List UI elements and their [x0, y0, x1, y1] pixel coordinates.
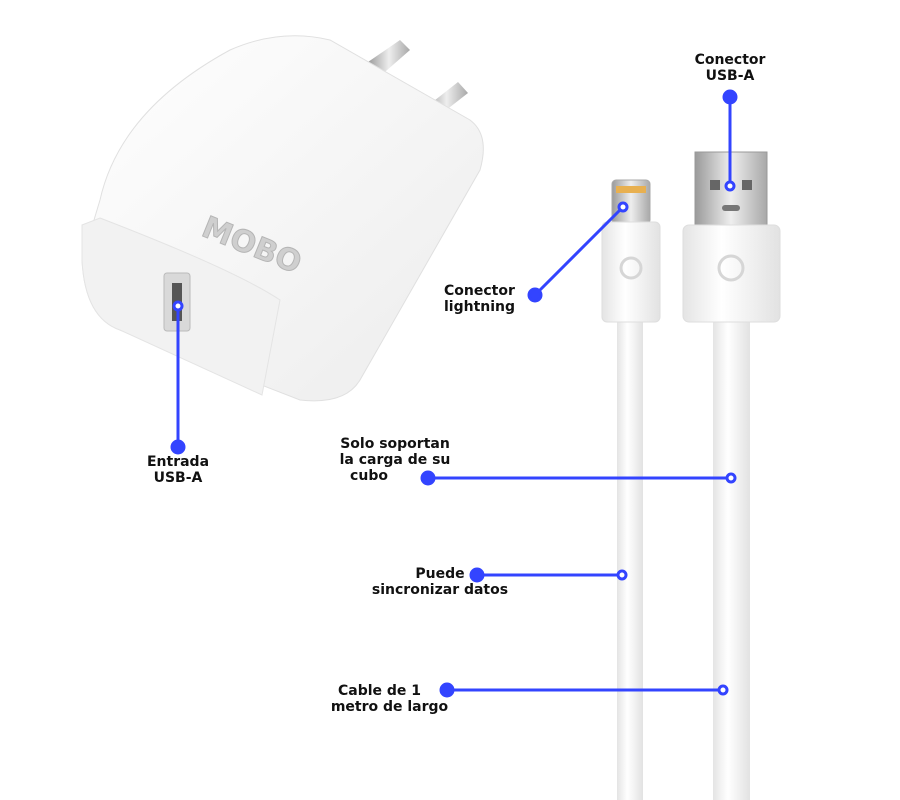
- label-line: sincronizar datos: [371, 582, 509, 598]
- callout-dot: [439, 682, 455, 698]
- label-line: Entrada: [146, 454, 210, 470]
- callouts: [170, 89, 738, 698]
- label-line: cubo: [350, 468, 388, 484]
- callout-dot: [527, 287, 543, 303]
- callout-ring: [717, 684, 729, 696]
- label-line: Conector: [444, 283, 515, 299]
- label-line: Cable de 1: [337, 683, 422, 699]
- label-line: USB-A: [153, 470, 203, 486]
- callout-dot: [420, 470, 436, 486]
- label-cable-length: Cable de 1 metro de largo: [322, 683, 457, 715]
- callout-ring: [172, 300, 184, 312]
- label-usb-a-input: Entrada USB-A: [118, 454, 238, 486]
- label-line: USB-A: [705, 68, 755, 84]
- label-line: lightning: [444, 299, 516, 315]
- callout-dot: [469, 567, 485, 583]
- label-line: metro de largo: [330, 699, 449, 715]
- label-line: Conector: [694, 52, 766, 68]
- label-line: Solo soportan: [340, 436, 450, 452]
- callout-ring: [616, 569, 628, 581]
- label-usb-a-connector: Conector USB-A: [670, 52, 790, 84]
- wall-charger: MOBO: [81, 35, 484, 402]
- label-lightning-connector: Conector lightning: [444, 283, 534, 315]
- callout-ring: [617, 201, 629, 213]
- label-line: Puede: [415, 566, 465, 582]
- callout-ring: [725, 472, 737, 484]
- callout-dot: [722, 89, 738, 105]
- callout-dot: [170, 439, 186, 455]
- label-charge-only: Solo soportan la carga de su cubo: [330, 436, 460, 484]
- label-line: la carga de su: [339, 452, 451, 468]
- callout-ring: [724, 180, 736, 192]
- label-data-sync: Puede sincronizar datos: [360, 566, 520, 598]
- lightning-cable: [601, 179, 661, 800]
